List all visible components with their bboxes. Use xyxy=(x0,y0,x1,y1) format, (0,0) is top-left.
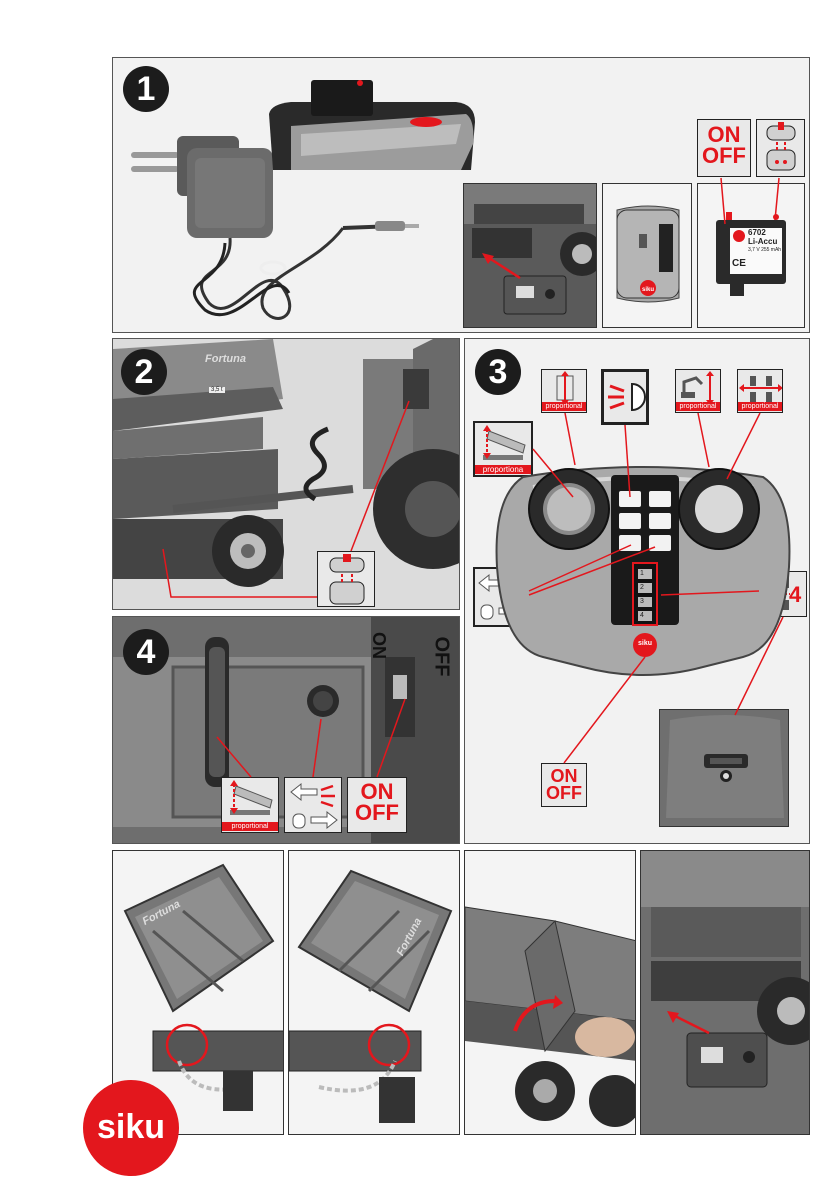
switch-icon-off-label: OFF xyxy=(348,803,406,824)
switch-on-label: ON xyxy=(368,632,389,659)
step-number-1: 1 xyxy=(123,66,169,112)
trailer-name: Fortuna xyxy=(205,353,246,365)
channel-3-label: 3 xyxy=(640,598,644,605)
remote-on-off-icon: ON OFF xyxy=(541,763,587,807)
panel-step-2: 2 Fortuna 3,5 t xyxy=(112,338,460,610)
remote-underside-photo xyxy=(659,709,789,827)
battery-contact-icon xyxy=(756,119,805,177)
channel-4-button-label: 4 xyxy=(640,612,644,619)
drive-proportional-icon: proportional xyxy=(737,369,783,413)
off-label: OFF xyxy=(698,146,750,167)
panel-step-3: 3 proportional proportional xyxy=(464,338,810,844)
charging-station-image xyxy=(261,74,483,178)
channel-2-label: 2 xyxy=(640,584,644,591)
battery-pack-photo: 6702 Li-Accu 3,7 V 255 mAh CE xyxy=(697,183,805,328)
battery-ce: CE xyxy=(732,258,746,269)
steering-proportional-icon: proportional xyxy=(541,369,587,413)
siku-logo-icon: siku xyxy=(83,1080,179,1176)
remote-siku-logo: siku xyxy=(633,640,657,647)
step-number-2: 2 xyxy=(121,349,167,395)
panel-step-1: 1 xyxy=(112,57,810,333)
step-number-3: 3 xyxy=(475,349,521,395)
battery-type: Li-Accu xyxy=(748,237,777,246)
battery-spec: 3,7 V 255 mAh xyxy=(748,247,781,253)
tailgate-right-photo: Fortuna xyxy=(288,850,460,1135)
siku-mini-logo: siku xyxy=(642,287,654,293)
on-off-icon: ON OFF xyxy=(697,119,751,177)
switch-off-label: OFF xyxy=(430,637,453,677)
siku-logo-text: siku xyxy=(83,1108,179,1147)
switch-on-off-icon: ON OFF xyxy=(347,777,407,833)
proportional-label-1: proportional xyxy=(542,402,586,411)
proportional-label-4: proportional xyxy=(222,822,278,831)
remote-off-label: OFF xyxy=(542,785,586,802)
battery-model: 6702 xyxy=(748,228,766,237)
connector-icon xyxy=(317,551,375,607)
proportional-label-2: proportional xyxy=(676,402,720,411)
battery-insert-photo xyxy=(463,183,597,328)
remote-back-photo: siku xyxy=(602,183,692,328)
tipper-proportional-icon-2: proportional xyxy=(221,777,279,833)
proportional-label-3: proportional xyxy=(738,402,782,411)
lift-proportional-icon: proportional xyxy=(675,369,721,413)
channel-1-label: 1 xyxy=(640,570,644,577)
trailer-badge: 3,5 t xyxy=(209,387,225,393)
panel-step-4: 4 ON OFF proportional ON OFF xyxy=(112,616,460,844)
light-icon xyxy=(601,369,649,425)
battery-removal-photo xyxy=(640,850,810,1135)
step-number-4: 4 xyxy=(123,629,169,675)
direction-arrows-icon-2 xyxy=(284,777,342,833)
tailgate-open-photo xyxy=(464,850,636,1135)
